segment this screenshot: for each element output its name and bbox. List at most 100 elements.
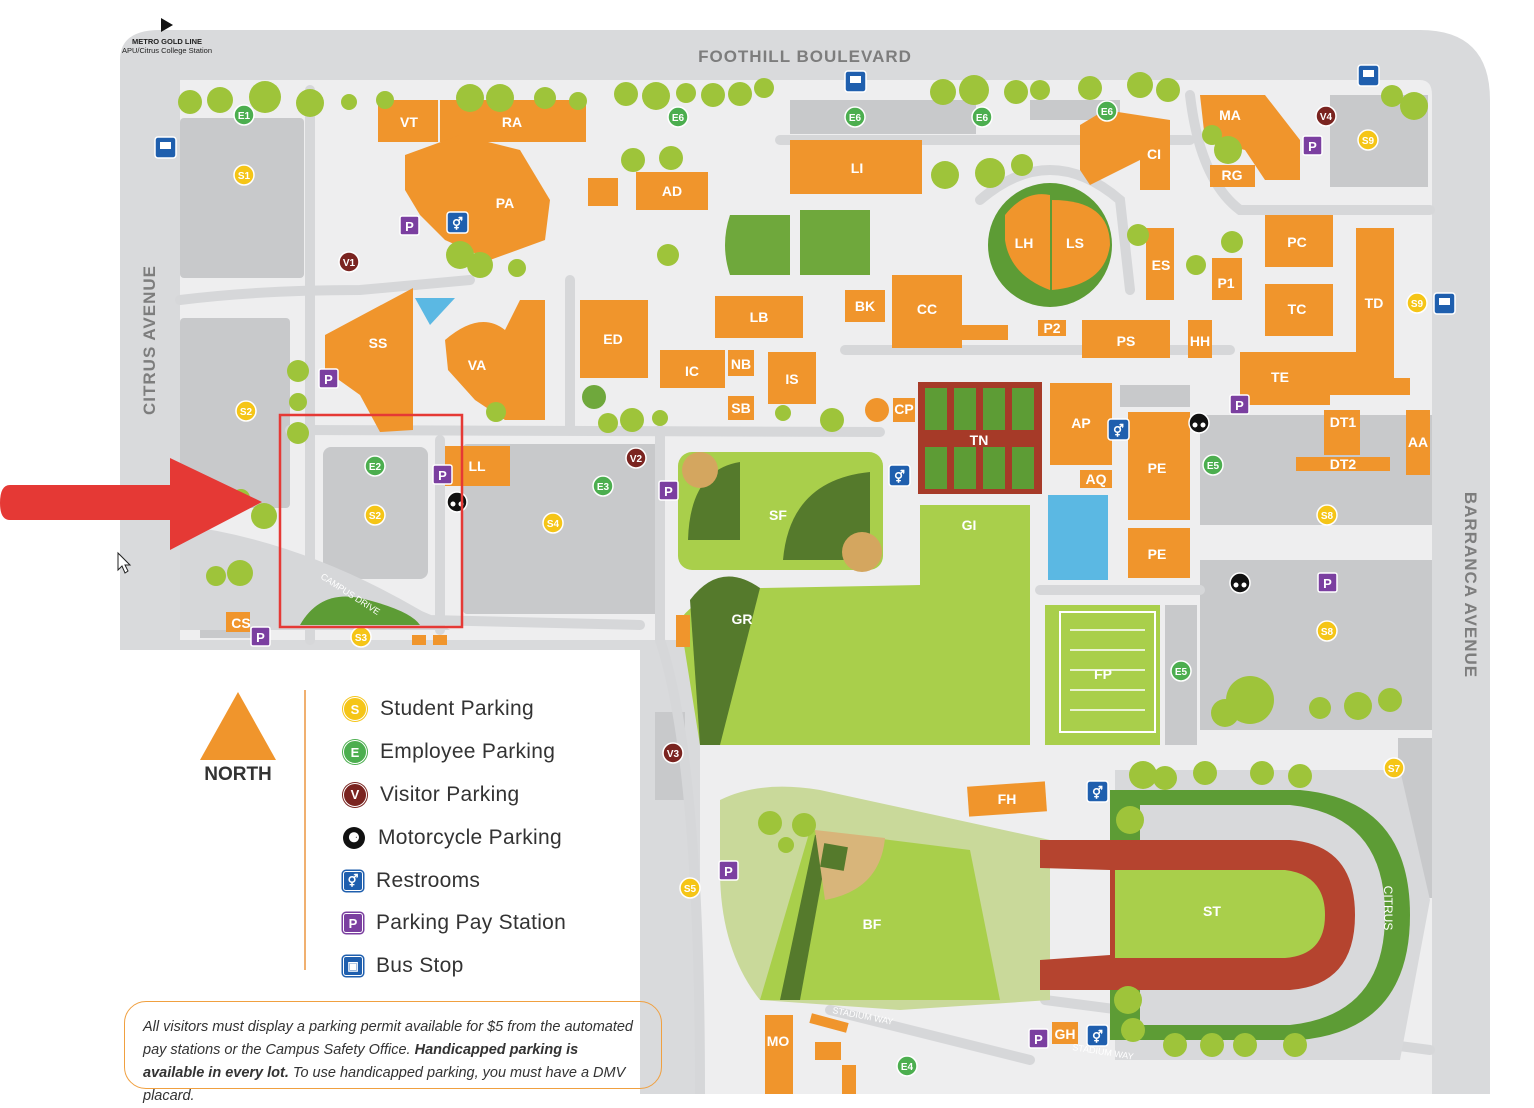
svg-text:S4: S4 bbox=[547, 519, 560, 530]
svg-text:V1: V1 bbox=[343, 258, 356, 269]
employee-parking-marker[interactable]: E6 bbox=[667, 106, 689, 128]
student-parking-marker[interactable]: S9 bbox=[1406, 292, 1428, 314]
employee-markers: E1 E2 E3 E4 E5 E5 E6 E6 E6 E6 bbox=[233, 100, 1224, 1077]
legend-label: Employee Parking bbox=[380, 740, 556, 764]
visitor-parking-marker[interactable]: V4 bbox=[1315, 105, 1337, 127]
street-barranca: BARRANCA AVENUE bbox=[1461, 492, 1480, 678]
legend-item-student: S Student Parking bbox=[343, 688, 566, 731]
bus-icon[interactable] bbox=[1357, 64, 1380, 87]
employee-parking-marker[interactable]: E5 bbox=[1170, 660, 1192, 682]
legend-item-motorcycle: ⚈ Motorcycle Parking bbox=[343, 816, 566, 859]
svg-text:E6: E6 bbox=[672, 113, 685, 124]
bldg-pe: PE bbox=[1148, 460, 1167, 476]
pay-station-icon[interactable]: P bbox=[718, 860, 739, 881]
bldg-bf: BF bbox=[863, 916, 882, 932]
highlight-box bbox=[278, 413, 464, 629]
campus-drive-road bbox=[180, 525, 450, 630]
pay-station-icon: P bbox=[343, 913, 363, 934]
bldg-pe-2: PE bbox=[1148, 546, 1167, 562]
motorcycle-icon[interactable] bbox=[1229, 572, 1251, 594]
pay-station-icon[interactable]: P bbox=[250, 626, 271, 647]
bldg-ss: SS bbox=[369, 335, 388, 351]
legend-label: Visitor Parking bbox=[380, 782, 520, 806]
bus-icon[interactable] bbox=[154, 136, 177, 159]
bldg-cp: CP bbox=[894, 401, 913, 417]
svg-text:E5: E5 bbox=[1207, 461, 1220, 472]
red-arrow bbox=[0, 458, 262, 550]
bldg-mo: MO bbox=[767, 1033, 790, 1049]
baseball-field bbox=[760, 830, 1000, 1000]
bldg-es: ES bbox=[1152, 257, 1171, 273]
pay-station-icon[interactable]: P bbox=[1229, 394, 1250, 415]
svg-text:P: P bbox=[1323, 576, 1332, 591]
bus-stops bbox=[154, 64, 1456, 315]
restroom-icon[interactable]: ⚥ bbox=[1107, 418, 1130, 441]
bldg-pa: PA bbox=[496, 195, 514, 211]
student-parking-marker[interactable]: S4 bbox=[542, 512, 564, 534]
visitor-parking-marker[interactable]: V2 bbox=[625, 447, 647, 469]
mouse-cursor-icon bbox=[117, 551, 132, 574]
bldg-is: IS bbox=[785, 371, 798, 387]
trees bbox=[178, 72, 1428, 1057]
visitor-parking-marker[interactable]: V3 bbox=[662, 742, 684, 764]
svg-text:P: P bbox=[724, 864, 733, 879]
restroom-icon[interactable]: ⚥ bbox=[1086, 1024, 1109, 1047]
employee-parking-marker[interactable]: E5 bbox=[1202, 454, 1224, 476]
bldg-pc: PC bbox=[1287, 234, 1306, 250]
pay-station-icon[interactable]: P bbox=[1317, 572, 1338, 593]
svg-text:E6: E6 bbox=[1101, 107, 1114, 118]
restroom-icon[interactable]: ⚥ bbox=[446, 211, 469, 234]
employee-parking-marker[interactable]: E4 bbox=[896, 1055, 918, 1077]
employee-parking-marker[interactable]: E6 bbox=[971, 106, 993, 128]
pay-station-icon[interactable]: P bbox=[399, 215, 420, 236]
student-parking-marker[interactable]: S5 bbox=[679, 877, 701, 899]
pay-station-icon[interactable]: P bbox=[432, 464, 453, 485]
motorcycle-icon: ⚈ bbox=[343, 826, 365, 849]
bldg-cs: CS bbox=[231, 615, 250, 631]
student-parking-marker[interactable]: S3 bbox=[350, 626, 372, 648]
employee-parking-marker[interactable]: E6 bbox=[844, 106, 866, 128]
student-parking-marker[interactable]: S1 bbox=[233, 164, 255, 186]
bus-icon[interactable] bbox=[1433, 292, 1456, 315]
bus-icon: ▣ bbox=[343, 956, 363, 977]
svg-text:V4: V4 bbox=[1320, 112, 1333, 123]
svg-text:⚥: ⚥ bbox=[1092, 1029, 1103, 1044]
employee-parking-marker[interactable]: E2 bbox=[364, 455, 386, 477]
motorcycle-icon[interactable] bbox=[1188, 412, 1210, 434]
bus-icon[interactable] bbox=[844, 70, 867, 93]
employee-parking-marker[interactable]: E1 bbox=[233, 104, 255, 126]
pay-station-icon[interactable]: P bbox=[318, 368, 339, 389]
student-parking-icon: S bbox=[343, 697, 367, 722]
bldg-nb: NB bbox=[731, 356, 751, 372]
metro-station: APU/Citrus College Station bbox=[121, 46, 213, 55]
svg-text:E5: E5 bbox=[1175, 667, 1188, 678]
legend-item-visitor: V Visitor Parking bbox=[343, 774, 566, 817]
bldg-ic: IC bbox=[685, 363, 699, 379]
student-parking-marker[interactable]: S9 bbox=[1357, 129, 1379, 151]
pay-station-icon[interactable]: P bbox=[1028, 1028, 1049, 1049]
pay-station-icon[interactable]: P bbox=[1302, 135, 1323, 156]
restroom-icon[interactable]: ⚥ bbox=[888, 464, 911, 487]
svg-text:E6: E6 bbox=[849, 113, 862, 124]
north-label: NORTH bbox=[204, 764, 272, 785]
tennis-courts bbox=[918, 382, 1042, 494]
student-parking-marker[interactable]: S8 bbox=[1316, 504, 1338, 526]
student-parking-marker[interactable]: S8 bbox=[1316, 620, 1338, 642]
employee-parking-marker[interactable]: E3 bbox=[592, 475, 614, 497]
visitor-parking-marker[interactable]: V1 bbox=[338, 251, 360, 273]
restroom-icon[interactable]: ⚥ bbox=[1086, 780, 1109, 803]
svg-text:E6: E6 bbox=[976, 113, 989, 124]
employee-parking-marker[interactable]: E6 bbox=[1096, 100, 1118, 122]
svg-text:⚥: ⚥ bbox=[452, 216, 463, 231]
legend-list: S Student Parking E Employee Parking V V… bbox=[343, 688, 566, 988]
motorcycle-icon[interactable] bbox=[446, 491, 468, 513]
building-labels: VT RA PA AD LI CI MA RG LH LS ES PC P1 T… bbox=[231, 107, 1428, 1049]
pay-station-icon[interactable]: P bbox=[658, 480, 679, 501]
motorcycle-spots bbox=[446, 412, 1251, 594]
student-parking-marker[interactable]: S2 bbox=[235, 400, 257, 422]
student-parking-marker[interactable]: S7 bbox=[1383, 757, 1405, 779]
student-parking-marker[interactable]: S2 bbox=[364, 504, 386, 526]
football-practice-field bbox=[1059, 611, 1156, 733]
svg-text:S7: S7 bbox=[1388, 764, 1401, 775]
campus-drive-lawn bbox=[300, 596, 420, 625]
